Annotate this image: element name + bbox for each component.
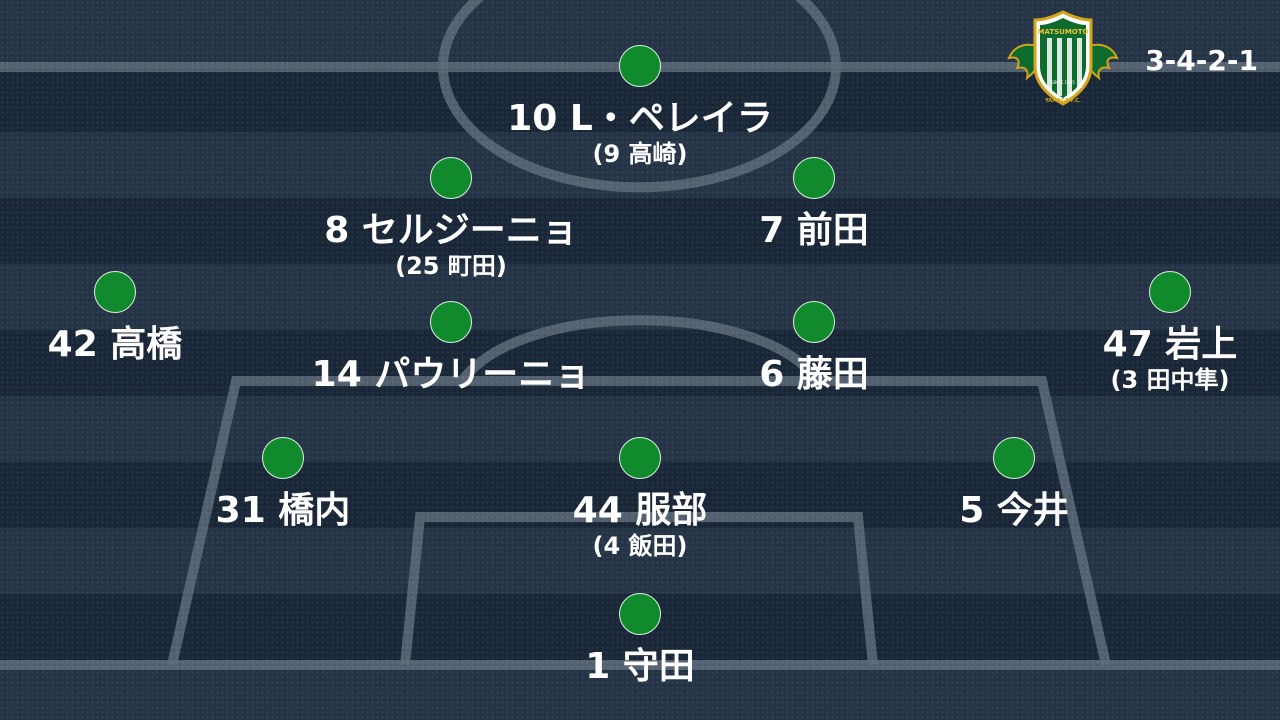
player-marker [430, 157, 472, 199]
player-name: 14 パウリーニョ [311, 354, 591, 395]
penalty-arc [457, 315, 823, 385]
crest-bottom-text: YAMAGA F.C. [1044, 98, 1081, 104]
player-marker [793, 157, 835, 199]
penalty-area [167, 376, 1111, 667]
crest-stripe [1077, 38, 1082, 88]
crest-stripe [1057, 38, 1062, 96]
player-name: 1 守田 [585, 646, 695, 687]
player-marker [619, 437, 661, 479]
player-marker [1149, 271, 1191, 313]
crest-since-text: SINCE 1965 [1051, 80, 1075, 85]
player-marker [619, 45, 661, 87]
goal-area [400, 512, 878, 666]
player-lam[interactable]: 8 セルジーニョ (25 町田) [311, 157, 591, 281]
player-lcb[interactable]: 31 橋内 [143, 437, 423, 531]
crest-stripe [1067, 38, 1072, 96]
player-marker [94, 271, 136, 313]
player-name: 31 橋内 [215, 490, 351, 531]
crest-top-text: MATSUMOTO [1038, 28, 1089, 36]
center-circle [438, 0, 842, 193]
player-lwb[interactable]: 42 高橋 [0, 271, 255, 365]
player-marker [793, 301, 835, 343]
player-marker [430, 301, 472, 343]
player-gk[interactable]: 1 守田 [500, 593, 780, 687]
player-st[interactable]: 10 L・ペレイラ (9 高崎) [500, 45, 780, 169]
player-name: 42 高橋 [47, 324, 183, 365]
player-rcm[interactable]: 6 藤田 [674, 301, 954, 395]
player-sub: (25 町田) [395, 252, 507, 280]
player-ram[interactable]: 7 前田 [674, 157, 954, 251]
player-lcm[interactable]: 14 パウリーニョ [311, 301, 591, 395]
player-name: 7 前田 [759, 210, 869, 251]
player-marker [262, 437, 304, 479]
formation-label: 3-4-2-1 [1145, 44, 1258, 77]
player-name: 10 L・ペレイラ [507, 98, 773, 139]
player-name: 5 今井 [959, 490, 1069, 531]
player-marker [619, 593, 661, 635]
player-name: 6 藤田 [759, 354, 869, 395]
player-rwb[interactable]: 47 岩上 (3 田中隼) [1030, 271, 1280, 395]
player-name: 44 服部 [572, 490, 708, 531]
player-sub: (3 田中隼) [1110, 366, 1230, 394]
matsumoto-yamaga-crest-icon: MATSUMOTO SINCE 1965 YAMAGA F.C. [1007, 8, 1119, 108]
player-sub: (9 高崎) [592, 140, 688, 168]
player-name: 47 岩上 [1102, 324, 1238, 365]
crest-stripe [1047, 38, 1052, 90]
player-name: 8 セルジーニョ [324, 210, 578, 251]
player-marker [993, 437, 1035, 479]
player-sub: (4 飯田) [592, 532, 688, 560]
player-cb[interactable]: 44 服部 (4 飯田) [500, 437, 780, 561]
player-rcb[interactable]: 5 今井 [874, 437, 1154, 531]
